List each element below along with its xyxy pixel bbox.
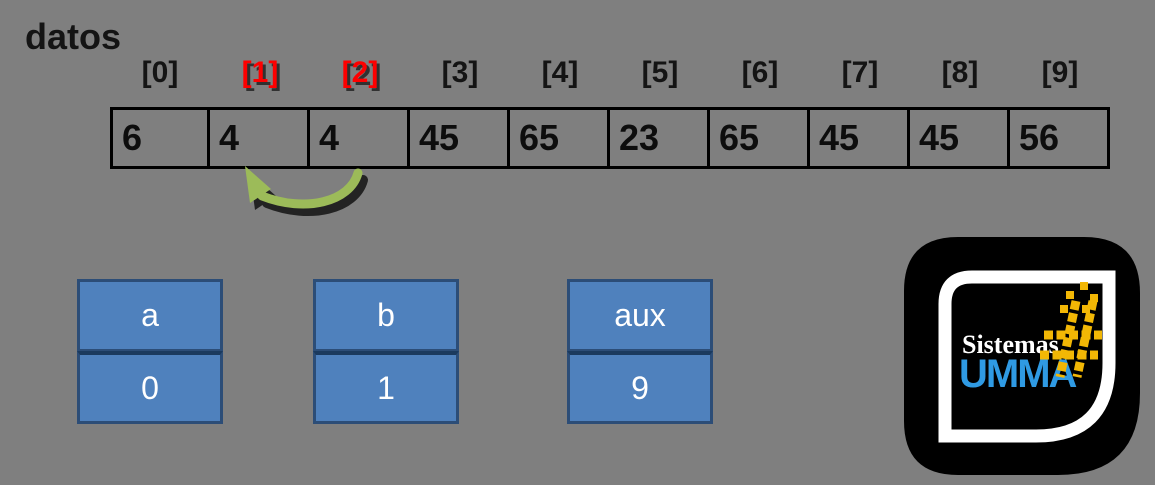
variable-name-aux: aux [567,279,713,352]
index-label-9: [9] [1041,56,1079,89]
index-label-0: [0] [141,56,179,89]
index-label-6: [6] [741,56,779,89]
logo-frame [938,270,1116,443]
variable-value-aux: 9 [567,351,713,424]
index-label-8: [8] [941,56,979,89]
array-cell-4: 65 [510,107,610,169]
sistemas-umma-logo: Sistemas UMMA [904,237,1140,475]
index-label-3: [3] [441,56,479,89]
variable-box-b: b 1 [313,279,459,424]
logo-hash-sparks [1060,282,1098,313]
array-cell-0: 6 [110,107,210,169]
array-title: datos [25,16,122,57]
variable-value-b: 1 [313,351,459,424]
variable-box-a: a 0 [77,279,223,424]
array-cell-1: 4 [210,107,310,169]
array-cell-5: 23 [610,107,710,169]
variable-box-aux: aux 9 [567,279,713,424]
array-cell-3: 45 [410,107,510,169]
index-row: [0] [1] [2] [3] [4] [5] [6] [7] [8] [9] [110,56,1113,90]
array-cell-6: 65 [710,107,810,169]
index-label-5: [5] [641,56,679,89]
logo-background [904,237,1140,475]
variable-name-b: b [313,279,459,352]
array-row: 6 4 4 45 65 23 65 45 45 56 [110,107,1110,169]
variable-name-a: a [77,279,223,352]
array-cell-8: 45 [910,107,1010,169]
swap-arrow-icon [245,166,368,217]
array-cell-2: 4 [310,107,410,169]
array-cell-7: 45 [810,107,910,169]
variable-value-a: 0 [77,351,223,424]
index-label-2: [2] [341,56,379,89]
index-label-4: [4] [541,56,579,89]
logo-hash-icon [1040,300,1102,378]
index-label-7: [7] [841,56,879,89]
array-cell-9: 56 [1010,107,1110,169]
index-label-1: [1] [241,56,279,89]
